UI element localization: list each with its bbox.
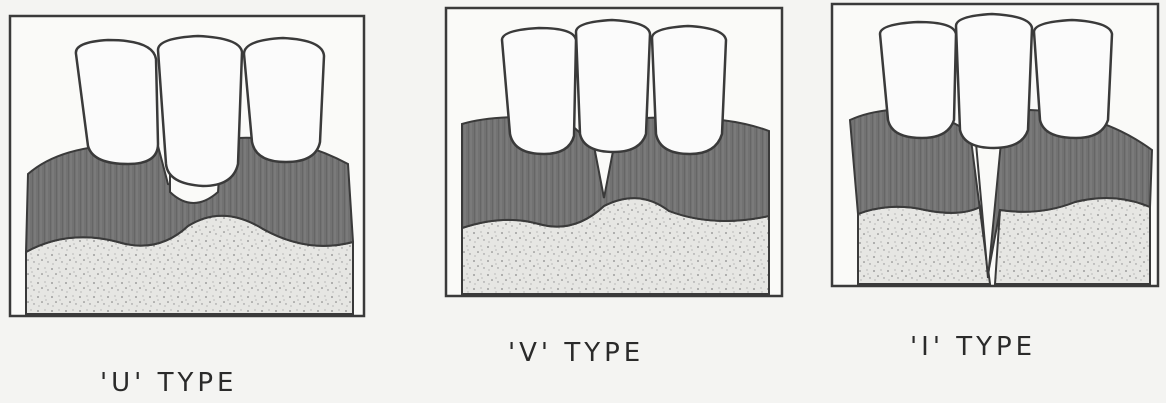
tooth-center — [576, 20, 650, 152]
tooth-right — [652, 26, 726, 154]
caption-u-type: 'U' TYPE — [100, 368, 237, 398]
panel-v-type — [444, 6, 788, 302]
bone — [858, 207, 990, 284]
tooth-left — [502, 28, 576, 154]
tooth-right — [1034, 20, 1112, 138]
tooth-center — [956, 14, 1032, 148]
tooth-center — [158, 36, 242, 186]
panel-u-type — [8, 14, 370, 324]
tooth-right — [244, 38, 324, 162]
tooth-left — [880, 22, 956, 138]
panel-i-type — [830, 2, 1164, 294]
tooth-left — [76, 40, 158, 164]
caption-i-type: 'I' TYPE — [910, 332, 1036, 362]
caption-v-type: 'V' TYPE — [508, 338, 644, 368]
